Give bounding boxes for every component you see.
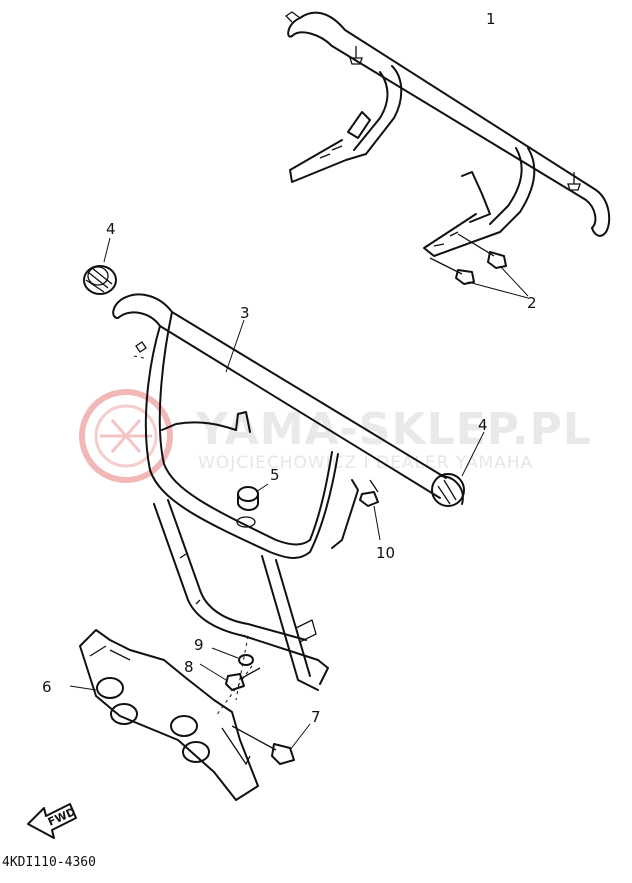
part-1-rear-guard-tube	[284, 11, 611, 257]
part-4-grommet-right	[431, 431, 485, 507]
callout-8: 8	[184, 658, 194, 676]
forward-arrow-icon: FWD	[27, 803, 78, 839]
watermark: YAMA-SKLEP.PL WOJCIECHOWICZ I DEALER YAM…	[79, 389, 592, 483]
callout-4-left: 4	[106, 220, 116, 238]
part-8-bolt	[199, 663, 261, 691]
watermark-text: YAMA-SKLEP.PL	[195, 404, 592, 455]
part-4-grommet-left	[83, 237, 117, 295]
callout-3: 3	[240, 304, 250, 322]
part-9-washer	[211, 647, 254, 666]
part-5-collar	[236, 483, 269, 528]
part-7-bolt	[231, 723, 311, 765]
diagram-reference-code: 4KDI110-4360	[2, 855, 96, 870]
callout-10: 10	[376, 544, 395, 562]
part-2-bolts	[429, 233, 529, 299]
callout-9: 9	[194, 636, 204, 654]
watermark-logo-icon	[79, 389, 173, 483]
part-3-front-guard-frame	[112, 293, 447, 691]
part-6-skid-plate	[69, 629, 259, 801]
callout-2: 2	[527, 294, 537, 312]
callout-5: 5	[270, 466, 280, 484]
callout-1: 1	[486, 10, 496, 28]
part-10-bolt	[359, 479, 381, 541]
callout-7: 7	[311, 708, 321, 726]
callout-6: 6	[42, 678, 52, 696]
watermark-subtext: WOJCIECHOWICZ I DEALER YAMAHA	[198, 453, 533, 473]
callout-4-right: 4	[478, 416, 488, 434]
